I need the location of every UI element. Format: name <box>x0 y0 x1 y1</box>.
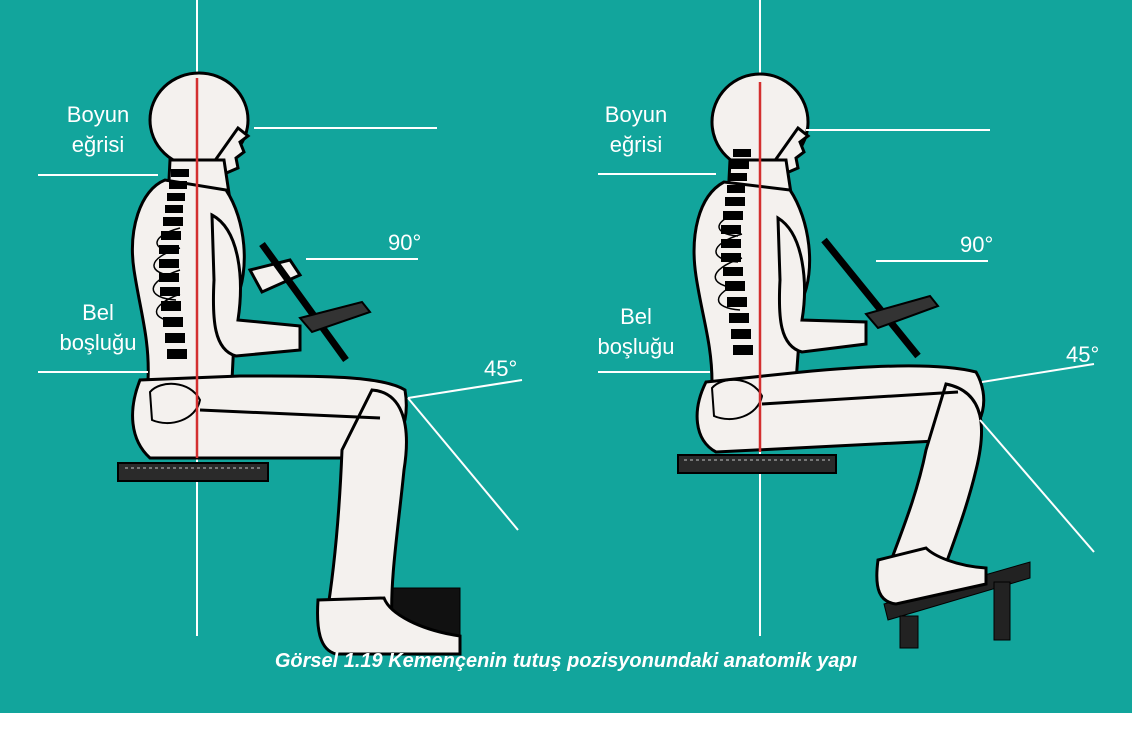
figure-caption: Görsel 1.19 Kemençenin tutuş pozisyonund… <box>0 650 1132 673</box>
neck-curve-label: Boyun eğrisi <box>48 100 148 160</box>
lumbar-label: Bel boşluğu <box>48 298 148 358</box>
right-figure: Boyun eğrisi Bel boşluğu 90° 45° <box>566 0 1132 713</box>
angle-45-label: 45° <box>1066 340 1099 370</box>
angle-45-label: 45° <box>484 354 517 384</box>
seated-body <box>132 73 460 654</box>
left-figure: Boyun eğrisi Bel boşluğu 90° 45° <box>0 0 566 713</box>
angle-90-label: 90° <box>388 228 421 258</box>
seat <box>678 455 836 473</box>
seat <box>118 463 268 481</box>
neck-curve-label: Boyun eğrisi <box>586 100 686 160</box>
lumbar-label: Bel boşluğu <box>586 302 686 362</box>
angle-90-label: 90° <box>960 230 993 260</box>
